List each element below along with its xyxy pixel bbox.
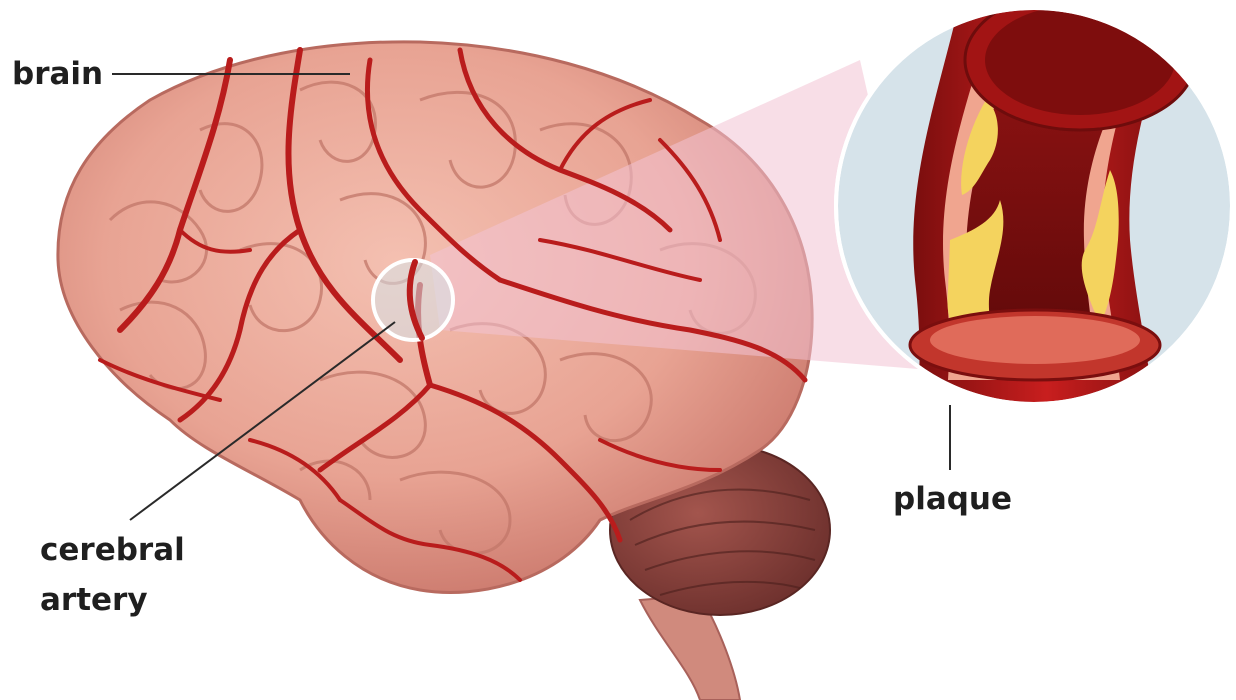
label-plaque: plaque — [893, 479, 1012, 519]
label-cerebral-line1: cerebral — [40, 530, 185, 570]
label-cerebral-line2: artery — [40, 580, 148, 620]
label-brain: brain — [12, 54, 103, 94]
